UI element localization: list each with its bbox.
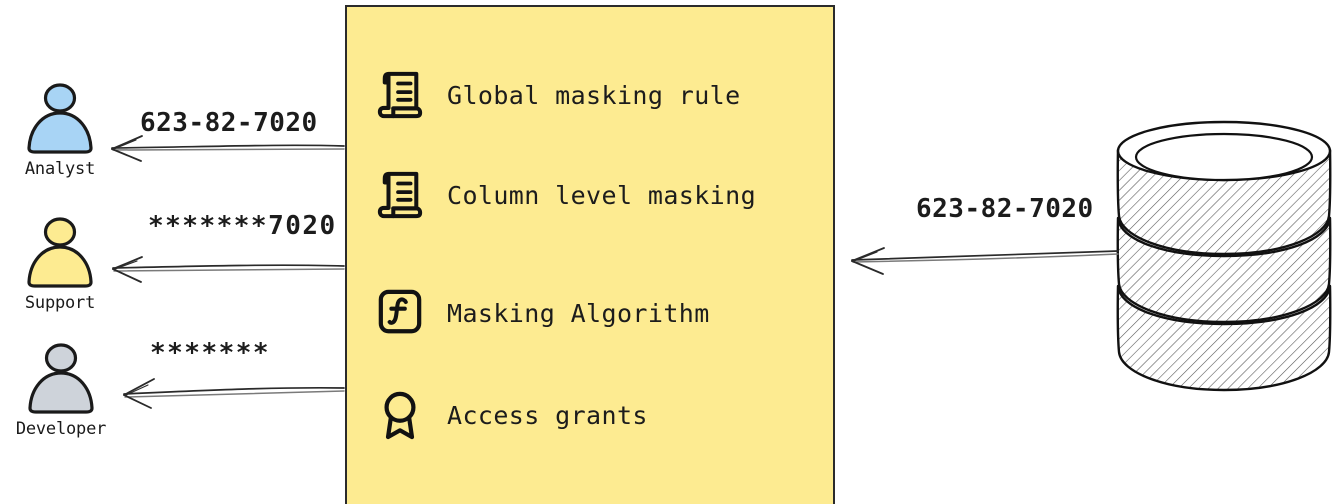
award-icon bbox=[384, 391, 416, 440]
function-icon bbox=[378, 289, 422, 334]
policy-label-global-masking-rule: Global masking rule bbox=[447, 80, 741, 110]
scroll-icon bbox=[377, 171, 423, 219]
user-icon bbox=[28, 343, 94, 414]
flow-label-policy-to-developer: ******* bbox=[150, 338, 271, 368]
actor-support[interactable]: Support bbox=[5, 216, 115, 312]
policy-box: Global masking rule Column level masking… bbox=[345, 5, 835, 504]
policy-row-masking-algorithm[interactable]: Masking Algorithm bbox=[377, 283, 710, 343]
policy-label-access-grants: Access grants bbox=[447, 400, 648, 430]
actor-label-support: Support bbox=[24, 293, 96, 313]
database-cylinder-icon[interactable] bbox=[1112, 118, 1337, 408]
policy-row-column-level-masking[interactable]: Column level masking bbox=[377, 165, 756, 225]
arrow-policy-to-support bbox=[112, 256, 345, 283]
actor-label-analyst: Analyst bbox=[24, 159, 96, 179]
flow-label-policy-to-support: *******7020 bbox=[148, 211, 337, 241]
policy-label-masking-algorithm: Masking Algorithm bbox=[447, 298, 710, 328]
arrow-policy-to-analyst bbox=[111, 135, 345, 162]
actor-analyst[interactable]: Analyst bbox=[5, 82, 115, 178]
user-icon bbox=[27, 217, 93, 288]
policy-row-global-masking-rule[interactable]: Global masking rule bbox=[377, 65, 741, 125]
policy-label-column-level-masking: Column level masking bbox=[447, 180, 757, 210]
flow-label-policy-to-analyst: 623-82-7020 bbox=[140, 108, 318, 138]
arrow-database-to-policy bbox=[851, 247, 1119, 275]
actor-developer[interactable]: Developer bbox=[6, 342, 116, 438]
user-icon bbox=[27, 83, 93, 154]
actor-label-developer: Developer bbox=[15, 419, 107, 439]
policy-row-access-grants[interactable]: Access grants bbox=[377, 385, 648, 445]
flow-label-database-to-policy: 623-82-7020 bbox=[916, 194, 1094, 224]
arrow-policy-to-developer bbox=[123, 378, 345, 409]
scroll-icon bbox=[377, 71, 423, 119]
